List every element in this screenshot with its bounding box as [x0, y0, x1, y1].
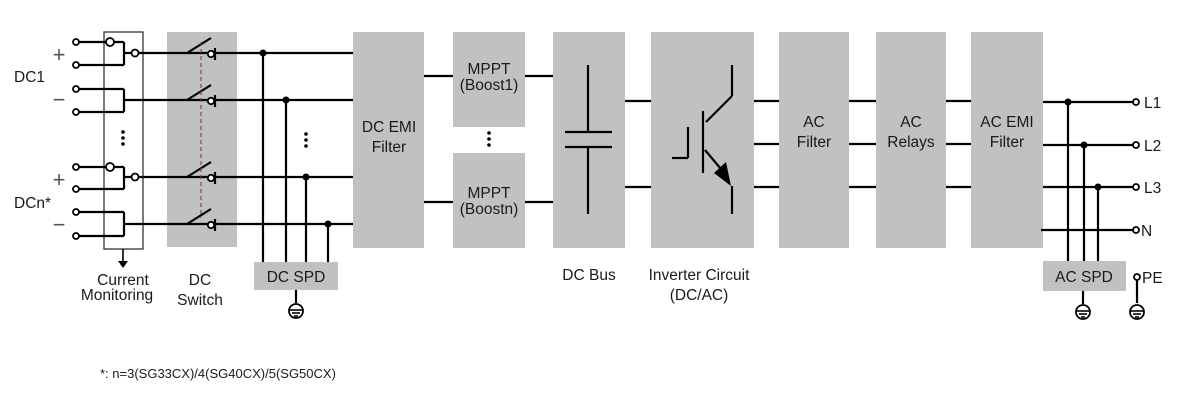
ac-relays-block [876, 32, 946, 248]
ground-icon-dc-spd [288, 290, 304, 319]
current-sensor-icons [105, 37, 140, 182]
dcn-plus-sign: + [53, 167, 66, 192]
ac-filter-label-1: AC [803, 114, 825, 131]
arrow-down-icon [118, 261, 128, 268]
dc-spd-label: DC SPD [267, 269, 326, 286]
ac-relays-label-2: Relays [887, 134, 935, 151]
dc-emi-filter-label-2: Filter [372, 139, 406, 156]
ground-icon-ac-spd [1075, 291, 1091, 320]
current-monitoring-label-2: Monitoring [81, 287, 153, 304]
ac-emi-filter-label-1: AC EMI [980, 114, 1033, 131]
dc-emi-filter-label-1: DC EMI [362, 119, 416, 136]
ac-spd-block [1043, 261, 1126, 291]
output-n-label: N [1141, 223, 1152, 240]
dc-lines [215, 49, 353, 262]
dc-bus-block [553, 32, 625, 248]
ellipsis-dots-input [121, 130, 125, 146]
dc1-minus-sign: − [53, 87, 66, 112]
dc-switch-label-1: DC [189, 272, 211, 289]
dc-switch-label-2: Switch [177, 292, 223, 309]
capacitor-icon [565, 65, 612, 214]
current-monitoring-label-1: Current [97, 272, 149, 289]
output-terminals [1132, 98, 1141, 303]
mpptn-label-2: (Boostn) [460, 201, 519, 218]
ac-filter-label-2: Filter [797, 134, 831, 151]
mppt1-label-2: (Boost1) [460, 77, 519, 94]
inverter-label-2: (DC/AC) [670, 287, 729, 304]
dc-input-wiring [76, 40, 208, 238]
output-l2-label: L2 [1144, 138, 1161, 155]
mppt1-label-1: MPPT [467, 61, 511, 78]
ac-lines [754, 98, 1133, 261]
output-l3-label: L3 [1144, 180, 1161, 197]
mppt-boostn-block [453, 153, 525, 248]
dc-emi-filter-block [353, 32, 424, 248]
dc-spd-block [254, 262, 338, 290]
inverter-label-1: Inverter Circuit [649, 267, 750, 284]
dc-conversion-lines [424, 74, 651, 204]
dc-bus-label: DC Bus [562, 267, 616, 284]
mppt-boost1-block [453, 32, 525, 127]
dc-switch-contacts [186, 37, 217, 231]
input-terminals [72, 38, 80, 240]
ac-filter-block [779, 32, 849, 248]
dc1-label: DC1 [14, 69, 45, 86]
dcn-minus-sign: − [53, 212, 66, 237]
output-pe-label: PE [1142, 270, 1163, 287]
ac-emi-filter-block [971, 32, 1043, 248]
ac-emi-filter-label-2: Filter [990, 134, 1024, 151]
mpptn-label-1: MPPT [467, 185, 511, 202]
dcn-label: DCn* [14, 195, 51, 212]
dc-switch-block [167, 32, 237, 247]
output-l1-label: L1 [1144, 95, 1161, 112]
ac-relays-label-1: AC [900, 114, 922, 131]
ground-icon-pe [1129, 304, 1145, 320]
igbt-transistor-icon [672, 65, 734, 214]
footnote: *: n=3(SG33CX)/4(SG40CX)/5(SG50CX) [100, 366, 336, 381]
dc1-plus-sign: + [53, 42, 66, 67]
ac-spd-label: AC SPD [1055, 269, 1113, 286]
